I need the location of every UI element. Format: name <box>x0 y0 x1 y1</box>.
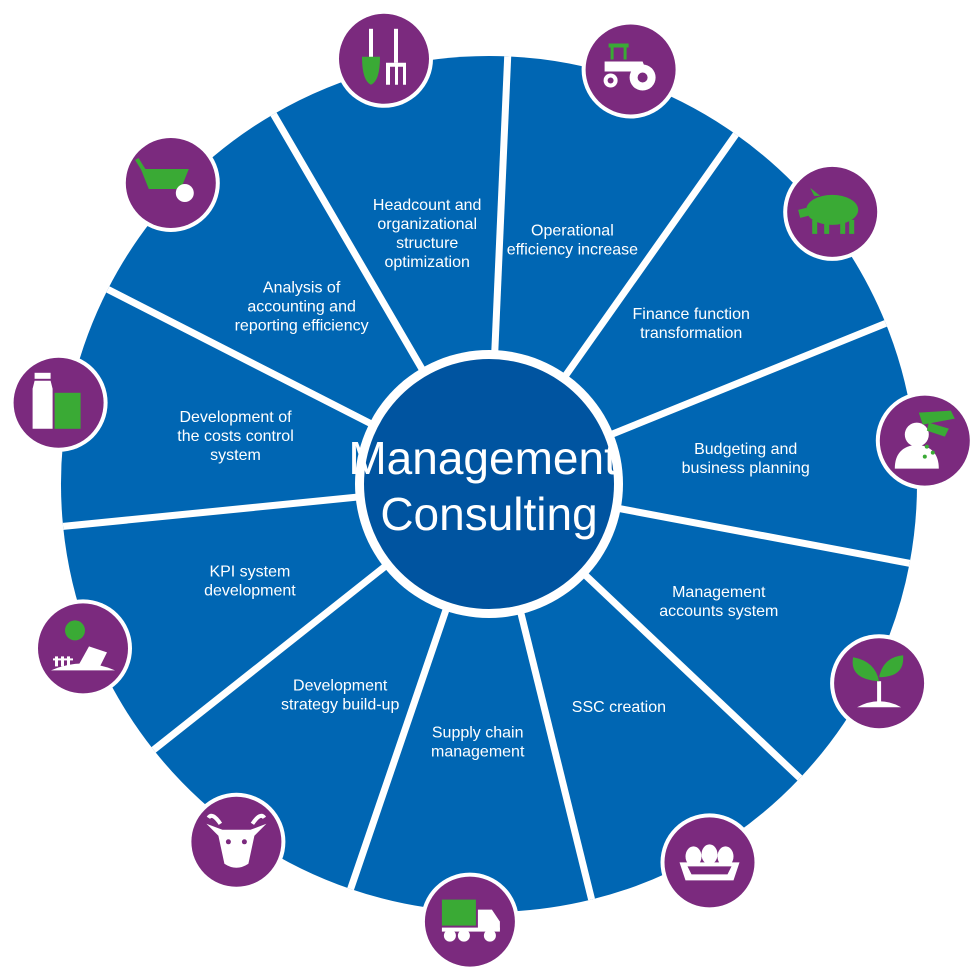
segment-label-line: organizational <box>377 216 477 233</box>
sprout-icon <box>830 634 929 733</box>
center-circle <box>364 359 614 609</box>
farmhouse-icon <box>34 599 132 698</box>
center-title: Management Consulting <box>348 432 629 540</box>
segment-label-line: efficiency increase <box>507 241 638 258</box>
egg-tray-icon <box>660 813 759 912</box>
segment-label: SSC creation <box>572 699 666 716</box>
segment-label-line: Analysis of <box>263 280 341 297</box>
segment-label: Development strategy build-up <box>281 677 399 713</box>
wheelbarrow-icon <box>121 134 220 232</box>
segment-label-line: KPI system <box>209 563 290 580</box>
segment-label-line: Finance function <box>632 306 749 323</box>
segment-label: KPI system development <box>204 563 296 599</box>
segment-label-line: Development <box>293 677 388 694</box>
segment-label-line: structure <box>396 235 458 252</box>
shovel-pitchfork-icon <box>335 9 433 108</box>
cow-icon <box>187 792 286 891</box>
segment <box>350 484 592 912</box>
tractor-icon <box>581 20 680 119</box>
segment-label-line: reporting efficiency <box>235 318 369 335</box>
segment-label-line: accounts system <box>659 603 778 620</box>
segment-label: Analysis of accounting and reporting effic… <box>235 280 369 335</box>
segment-label: Supply chain management <box>431 724 525 760</box>
segment-label-line: Management <box>672 584 766 601</box>
pig-icon <box>783 162 882 261</box>
segment-label-line: SSC creation <box>572 699 666 716</box>
segment-label-line: management <box>431 743 525 760</box>
segment-label-line: optimization <box>385 254 470 271</box>
icons-layer <box>9 9 974 967</box>
segment-label-line: business planning <box>682 460 810 477</box>
segment-label: Management accounts system <box>659 584 778 620</box>
center-title-line-2: Consulting <box>380 488 597 540</box>
segment-label-line: transformation <box>640 325 742 342</box>
segment-label-line: the costs control <box>177 428 294 445</box>
segment-label-line: Headcount and <box>373 197 482 214</box>
segment-label: Operational efficiency increase <box>507 222 638 258</box>
segment-label-line: Budgeting and <box>694 441 797 458</box>
segment-label-line: accounting and <box>247 299 356 316</box>
segment-label: Finance function transformation <box>632 306 749 342</box>
hand-sowing-icon <box>875 391 974 490</box>
segment-label-line: Development of <box>179 409 292 426</box>
segment-label: Headcount and organizational structure opti… <box>373 197 482 271</box>
milk-glass-icon <box>9 353 108 452</box>
segment-label-line: system <box>210 447 261 464</box>
segment-label: Budgeting and business planning <box>682 441 810 477</box>
segment-label: Development of the costs control system <box>177 409 294 464</box>
segment-label-line: Operational <box>531 222 614 239</box>
center-title-line-1: Management <box>348 432 617 484</box>
truck-icon <box>420 872 519 967</box>
segment-label-line: Supply chain <box>432 724 524 741</box>
segment-label-line: development <box>204 582 296 599</box>
segment-label-line: strategy build-up <box>281 696 399 713</box>
